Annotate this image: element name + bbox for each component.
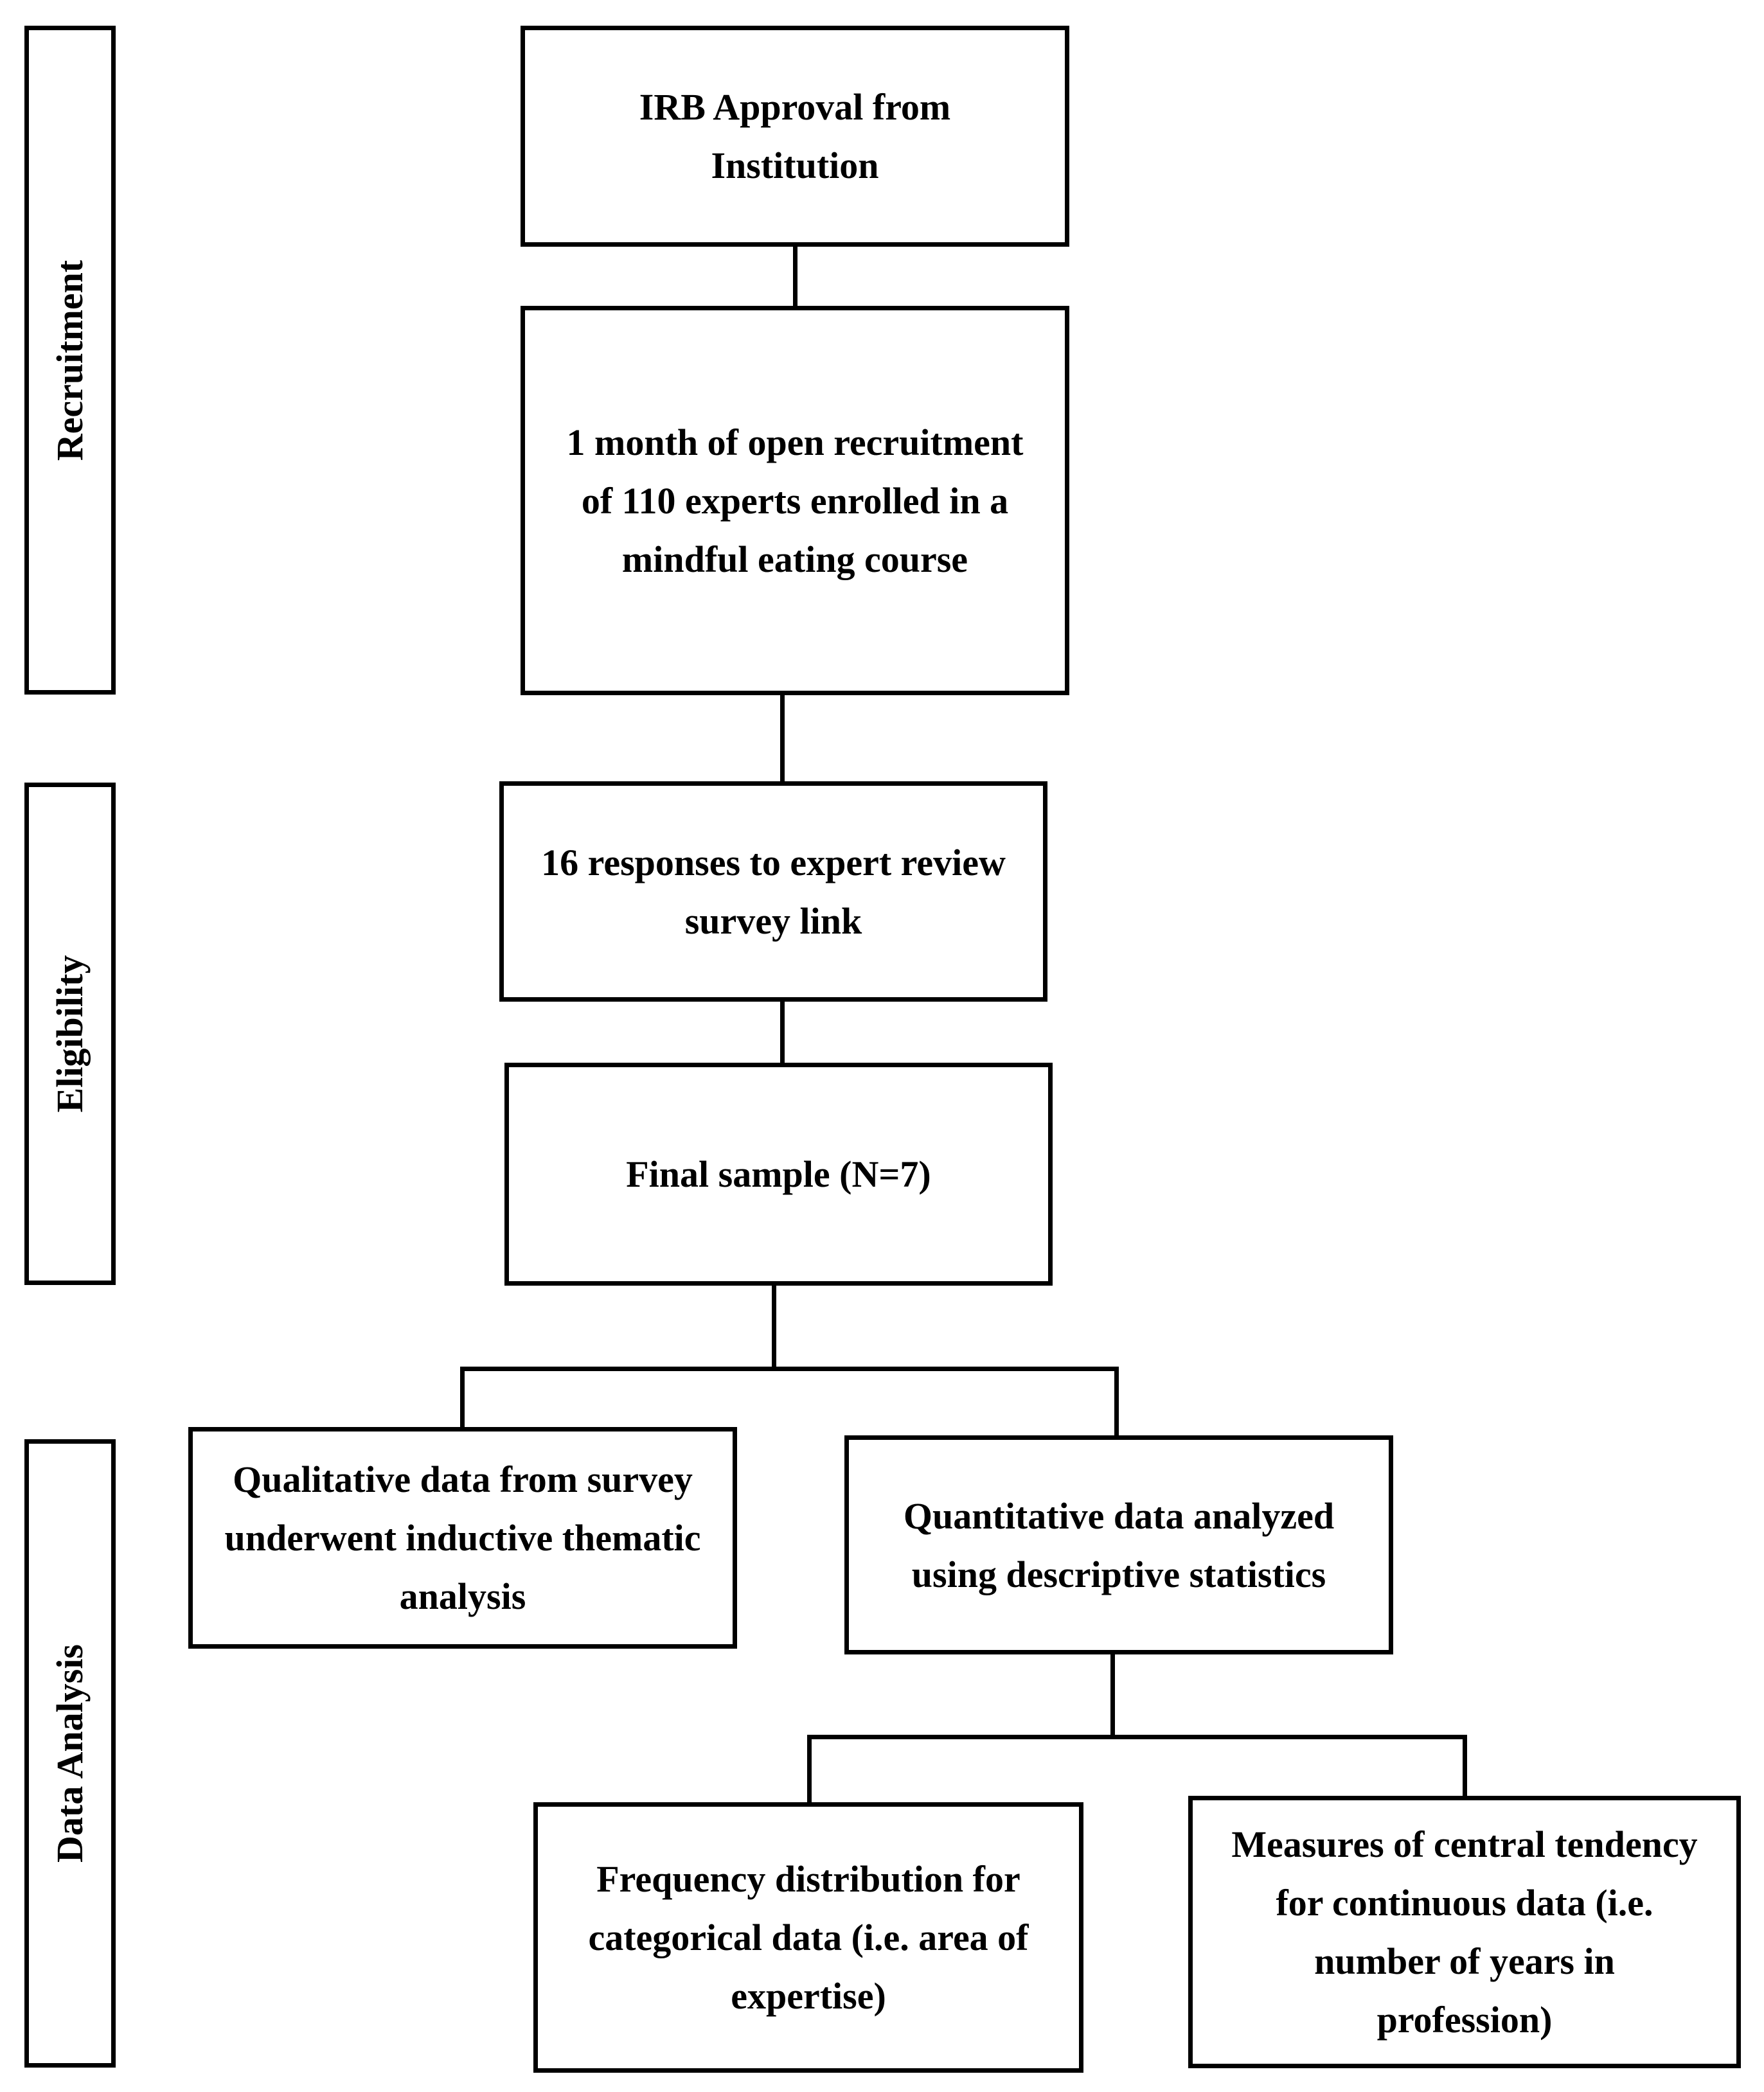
node-irb-approval: IRB Approval from Institution xyxy=(521,26,1069,247)
text-line: Institution xyxy=(711,145,879,186)
node-central-tendency-text: Measures of central tendency for continu… xyxy=(1231,1815,1697,2049)
text-line: Measures of central tendency xyxy=(1231,1823,1698,1865)
text-line: Quantitative data analyzed xyxy=(903,1494,1335,1537)
text-line: mindful eating course xyxy=(621,538,968,580)
text-line: survey link xyxy=(684,900,862,942)
node-final-sample-text: Final sample (N=7) xyxy=(626,1145,931,1203)
node-frequency-distribution: Frequency distribution for categorical d… xyxy=(533,1802,1083,2073)
text-line: Final sample (N=7) xyxy=(626,1153,931,1195)
node-survey-responses-text: 16 responses to expert review survey lin… xyxy=(541,833,1006,950)
text-line: for continuous data (i.e. xyxy=(1276,1882,1653,1924)
node-qualitative-analysis-text: Qualitative data from survey underwent i… xyxy=(224,1450,700,1626)
stage-eligibility: Eligibility xyxy=(24,783,116,1285)
node-quantitative-analysis: Quantitative data analyzed using descrip… xyxy=(844,1435,1393,1654)
connector-to-qualitative xyxy=(460,1367,465,1431)
stage-data-analysis-label: Data Analysis xyxy=(49,1644,91,1863)
node-quantitative-analysis-text: Quantitative data analyzed using descrip… xyxy=(904,1487,1334,1604)
text-line: IRB Approval from xyxy=(639,86,951,128)
connector-irb-to-recruitment xyxy=(793,243,797,310)
text-line: Frequency distribution for xyxy=(596,1858,1020,1900)
node-frequency-distribution-text: Frequency distribution for categorical d… xyxy=(588,1850,1028,2025)
connector-final-down xyxy=(772,1282,776,1370)
text-line: underwent inductive thematic xyxy=(224,1517,701,1559)
connector-responses-to-final xyxy=(780,998,785,1067)
text-line: 16 responses to expert review xyxy=(541,841,1006,883)
connector-to-frequency xyxy=(807,1735,812,1806)
connector-recruitment-to-responses xyxy=(780,691,785,785)
text-line: analysis xyxy=(399,1575,526,1617)
text-line: of 110 experts enrolled in a xyxy=(581,479,1009,522)
node-survey-responses: 16 responses to expert review survey lin… xyxy=(499,781,1047,1002)
connector-stats-branch xyxy=(807,1735,1467,1739)
stage-recruitment: Recruitment xyxy=(24,26,116,695)
text-line: categorical data (i.e. area of xyxy=(588,1917,1029,1958)
text-line: profession) xyxy=(1376,1999,1553,2041)
text-line: expertise) xyxy=(731,1975,886,2017)
stage-recruitment-label: Recruitment xyxy=(49,260,91,461)
node-open-recruitment: 1 month of open recruitment of 110 exper… xyxy=(521,306,1069,695)
connector-to-central-tendency xyxy=(1463,1735,1467,1800)
connector-quantitative-down xyxy=(1110,1651,1115,1739)
node-central-tendency: Measures of central tendency for continu… xyxy=(1188,1796,1741,2068)
text-line: 1 month of open recruitment xyxy=(566,421,1024,463)
text-line: using descriptive statistics xyxy=(911,1553,1326,1595)
node-irb-approval-text: IRB Approval from Institution xyxy=(639,78,950,195)
node-final-sample: Final sample (N=7) xyxy=(504,1063,1053,1286)
node-qualitative-analysis: Qualitative data from survey underwent i… xyxy=(188,1427,737,1649)
node-open-recruitment-text: 1 month of open recruitment of 110 exper… xyxy=(567,413,1024,589)
connector-analysis-branch xyxy=(460,1367,1119,1371)
text-line: number of years in xyxy=(1314,1940,1615,1982)
text-line: Qualitative data from survey xyxy=(233,1458,693,1500)
connector-to-quantitative xyxy=(1114,1367,1119,1439)
stage-eligibility-label: Eligibility xyxy=(49,955,91,1113)
stage-data-analysis: Data Analysis xyxy=(24,1439,116,2068)
